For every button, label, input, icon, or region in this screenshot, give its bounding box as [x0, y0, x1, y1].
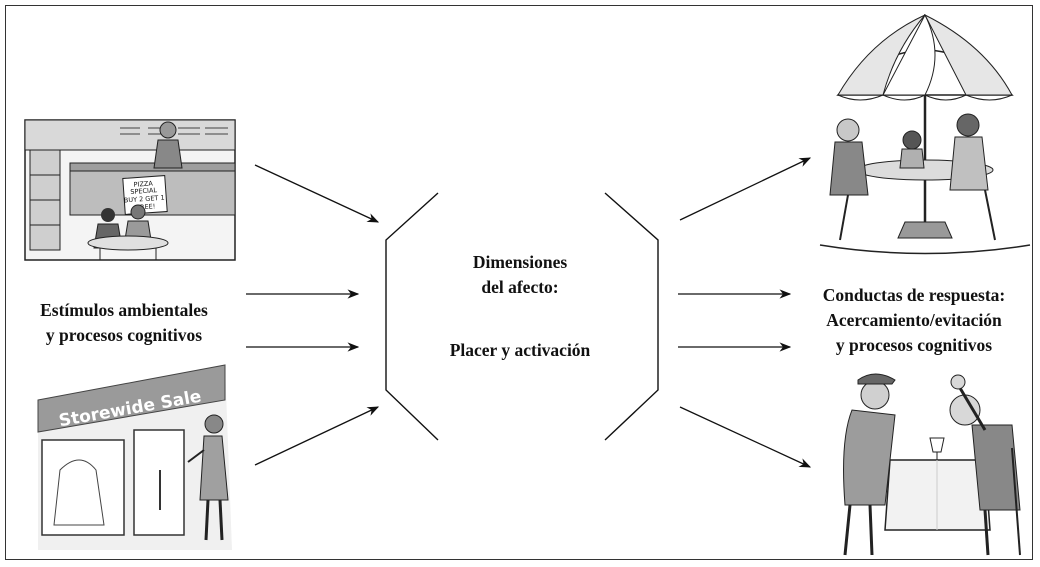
- pleasure-arousal-label: Placer y activación: [420, 338, 620, 363]
- arrow-restaurant-to-affect: [254, 164, 380, 223]
- affect-label-line-3: Placer y activación: [449, 340, 591, 360]
- diagram-frame: [5, 5, 1033, 560]
- pizza-sign-line-1: PIZZA: [133, 179, 153, 188]
- pizza-sign-line-2: SPECIAL: [130, 186, 158, 196]
- arrow-affect-to-argument: [679, 406, 812, 468]
- response-label: Conductas de respuesta: Acercamiento/evi…: [792, 283, 1036, 358]
- pizza-sign-line-4: FREE!: [136, 202, 156, 211]
- octagon-right-bracket: [604, 192, 659, 441]
- response-label-line-2: Acercamiento/evitación: [826, 310, 1002, 330]
- stimuli-label: Estímulos ambientales y procesos cogniti…: [14, 298, 234, 348]
- octagon-left-bracket: [385, 192, 439, 441]
- response-label-line-1: Conductas de respuesta:: [822, 285, 1006, 305]
- arrows: [246, 157, 812, 468]
- arrow-affect-to-family: [679, 157, 812, 221]
- affect-dimensions-label: Dimensiones del afecto:: [420, 250, 620, 300]
- stimuli-label-line-2: y procesos cognitivos: [45, 325, 203, 345]
- svg-text:PIZZA SPECIAL BUY: PIZZA SPECIAL BUY 2 GET 1 FREE!: [123, 179, 168, 213]
- angry-men-illustration: [843, 373, 1021, 556]
- arrow-store-to-affect: [254, 406, 380, 466]
- affect-label-line-2: del afecto:: [481, 277, 559, 297]
- affect-label-line-1: Dimensiones: [472, 252, 568, 272]
- response-label-line-3: y procesos cognitivos: [835, 335, 993, 355]
- affect-octagon: [385, 192, 659, 441]
- storefront-scene-illustration: Storewide Sale: [37, 364, 232, 550]
- pizza-sign-line-3: BUY 2 GET 1: [124, 194, 165, 205]
- stimuli-label-line-1: Estímulos ambientales: [40, 300, 208, 320]
- umbrella-family-illustration: [819, 13, 1031, 255]
- restaurant-scene-illustration: PIZZA SPECIAL BUY 2 GET 1 FREE!: [24, 119, 236, 261]
